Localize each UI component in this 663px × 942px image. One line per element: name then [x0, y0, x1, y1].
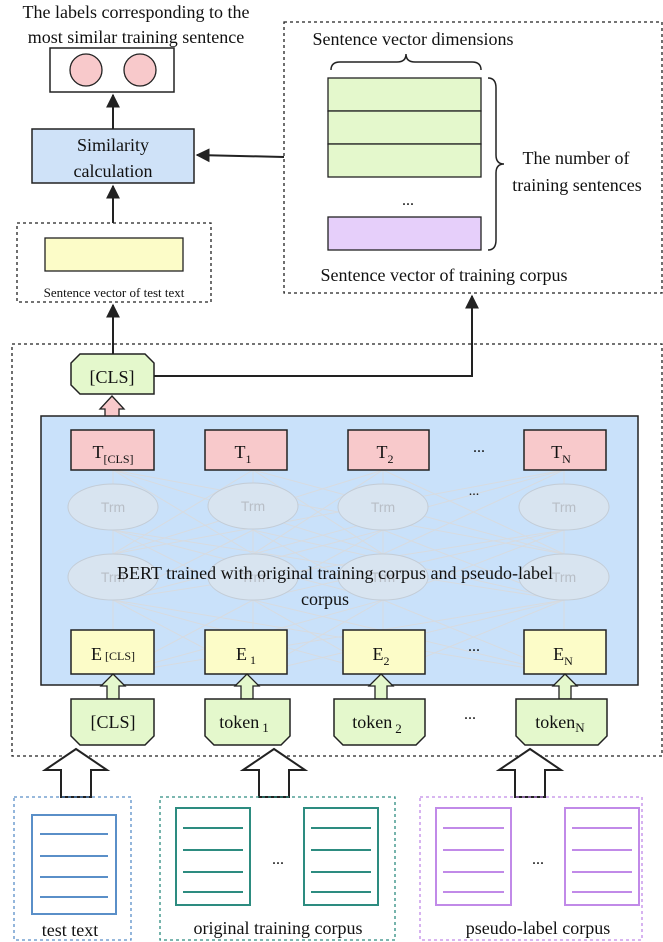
- similarity-calculation-box: [31, 128, 195, 184]
- trm-connection-line: [112, 529, 565, 601]
- test-document-icon: [31, 814, 117, 915]
- t-output-box: [523, 429, 607, 471]
- training-vector-row: [327, 77, 482, 112]
- dimensions-label: Sentence vector dimensions: [313, 29, 514, 49]
- token-input-label: [CLS]: [91, 712, 136, 732]
- count-brace: [487, 77, 505, 251]
- embedding-box: [204, 629, 288, 675]
- pseudo-document-icon: [564, 807, 640, 906]
- training-vectors-caption: Sentence vector of training corpus: [321, 265, 568, 285]
- trm-label: Trm: [371, 499, 395, 515]
- output-caption-line2: most similar training sentence: [28, 27, 244, 47]
- trm-node: [207, 482, 299, 530]
- trm-label: Trm: [101, 569, 125, 585]
- bert-description-line1: BERT trained with original training corp…: [117, 563, 553, 583]
- t-output-label: T2: [377, 442, 394, 466]
- embedding-box: [342, 629, 426, 675]
- input-ellipsis: ...: [464, 706, 476, 723]
- original-corpus-label: original training corpus: [194, 918, 363, 938]
- trm-label: Trm: [241, 569, 265, 585]
- pseudo-document-lines: [443, 827, 504, 893]
- training-vector-row: [327, 110, 482, 145]
- token-input-box: [333, 698, 426, 746]
- t-output-box: [70, 429, 155, 471]
- trm-label: Trm: [552, 569, 576, 585]
- pseudo-label-corpus-panel: [419, 796, 643, 941]
- test-sentence-vector: [44, 237, 184, 272]
- trm-connection-line: [252, 469, 384, 555]
- similarity-label-line1: Similarity: [77, 135, 149, 155]
- bert-outer-panel: [11, 343, 663, 757]
- test-text-label: test text: [42, 920, 99, 940]
- original-corpus-panel: [159, 796, 396, 941]
- token-input-box: [70, 698, 155, 746]
- t-output-box: [204, 429, 288, 471]
- trm-label: Trm: [371, 569, 395, 585]
- trm-node: [518, 483, 610, 531]
- trm-ellipsis: ...: [469, 484, 480, 499]
- original-document-lines: [311, 827, 371, 893]
- original-document-icon: [303, 807, 379, 906]
- label-circle: [69, 53, 103, 87]
- bert-description-line2: corpus: [301, 589, 349, 609]
- original-corpus-ellipsis: ...: [272, 851, 284, 868]
- e-ellipsis: ...: [468, 638, 480, 655]
- t-output-label: TN: [551, 442, 571, 466]
- test-document-lines: [40, 833, 108, 898]
- token-input-box: [204, 698, 291, 746]
- token-input-label: tokenN: [535, 712, 585, 735]
- training-vector-row: [327, 143, 482, 178]
- test-text-panel: [13, 796, 132, 941]
- trm-node: [67, 553, 159, 601]
- original-document-icon: [175, 807, 251, 906]
- trm-node: [67, 483, 159, 531]
- trm-node: [337, 553, 429, 601]
- trm-label: Trm: [241, 498, 265, 514]
- vector-ellipsis: ...: [402, 192, 414, 209]
- training-vector-row-last: [327, 216, 482, 251]
- cls-output-label: [CLS]: [90, 367, 135, 387]
- training-vectors-panel: [283, 21, 663, 294]
- arrow-cls-to-training-vectors: [154, 294, 479, 377]
- pseudo-document-lines: [572, 827, 632, 893]
- pseudo-corpus-ellipsis: ...: [532, 851, 544, 868]
- dimensions-brace: [330, 53, 482, 71]
- token-input-box: [515, 698, 608, 746]
- trm-connection-line: [112, 469, 254, 555]
- similarity-label-line2: calculation: [74, 161, 153, 181]
- t-output-box: [347, 429, 430, 471]
- embedding-label: EN: [553, 644, 573, 668]
- trm-connection-line: [112, 599, 565, 675]
- test-vector-caption: Sentence vector of test text: [44, 285, 185, 300]
- embedding-label: E[CLS]: [91, 644, 135, 664]
- t-output-label: T[CLS]: [93, 442, 134, 466]
- arrow-training-to-similarity: [195, 148, 285, 163]
- trm-label: Trm: [101, 499, 125, 515]
- pseudo-corpus-label: pseudo-label corpus: [466, 918, 610, 938]
- embedding-box: [70, 629, 155, 675]
- count-label-line1: The number of: [523, 148, 630, 168]
- trm-node: [337, 483, 429, 531]
- trm-node: [518, 553, 610, 601]
- embedding-label: E2: [373, 644, 390, 668]
- original-document-lines: [183, 827, 243, 893]
- trm-node: [207, 553, 299, 601]
- label-circle: [123, 53, 157, 87]
- trm-connection-line: [382, 469, 565, 555]
- pseudo-document-icon: [435, 807, 512, 906]
- cls-output-box: [70, 353, 155, 395]
- count-label-line2: training sentences: [512, 175, 641, 195]
- t-ellipsis: ...: [473, 439, 485, 456]
- trm-label: Trm: [552, 499, 576, 515]
- t-output-label: T1: [235, 442, 252, 466]
- output-caption-line1: The labels corresponding to the: [23, 2, 250, 22]
